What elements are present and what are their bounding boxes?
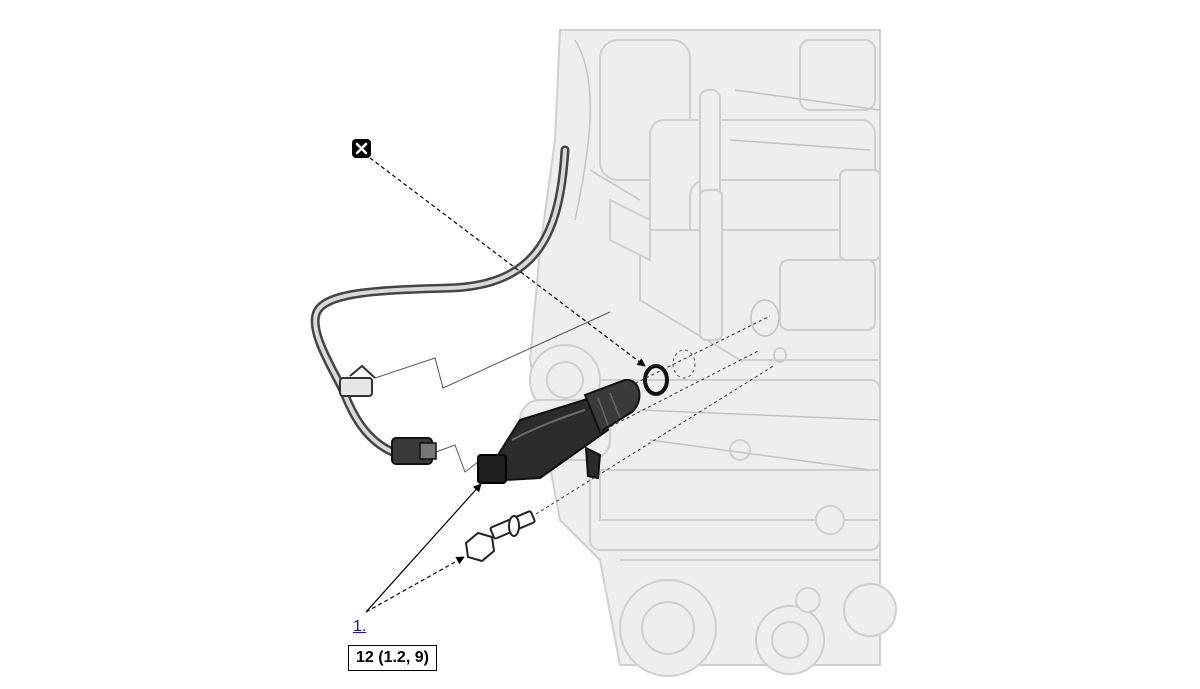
alignment-line-bolt	[535, 364, 776, 515]
alignment-line-upper	[629, 315, 771, 387]
solenoid-valve	[477, 378, 641, 484]
step-leader-solid	[365, 483, 482, 613]
leader-line-connector	[435, 444, 479, 473]
replace-leader-line	[369, 157, 646, 367]
flange-bolt	[464, 510, 536, 563]
step-leader-dashed	[365, 556, 465, 613]
step-link[interactable]: 1.	[353, 618, 367, 635]
o-ring-seat-phantom	[672, 349, 696, 379]
o-ring	[643, 364, 669, 396]
engine-block	[519, 29, 897, 677]
engine-detail-lines	[574, 39, 881, 561]
torque-spec-box: 12 (1.2, 9)	[348, 645, 437, 671]
connector	[391, 437, 437, 465]
replace-part-icon	[352, 139, 371, 158]
leader-line-clip	[374, 311, 611, 389]
harness-clip	[339, 364, 376, 397]
